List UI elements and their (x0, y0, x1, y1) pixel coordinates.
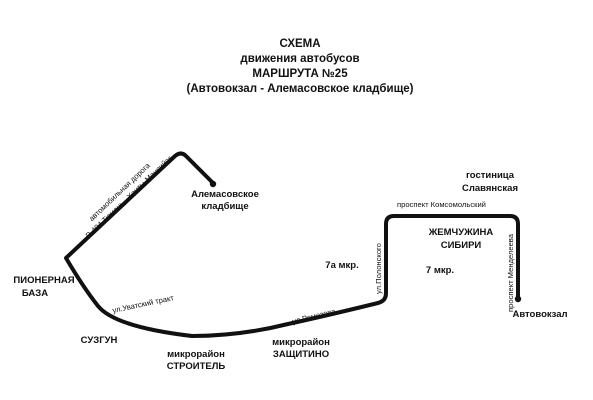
road-label-uvatsky: ул.Уватский тракт (112, 293, 176, 315)
stop-label-suzgun: СУЗГУН (81, 335, 118, 346)
stop-label-alemasovskoe-line1: Алемасовское (191, 189, 259, 200)
stop-label-stroitel-line1: микрорайон (167, 349, 225, 360)
district-label-7a: 7а мкр. (325, 260, 358, 271)
road-label-remezova: ул.Ремезова (291, 306, 337, 326)
road-label-highway-line1: автомобильная дорога (87, 160, 152, 223)
road-label-highway-line2: Р-404 Тюмень - Ханты-Мансийск (84, 153, 175, 240)
stop-label-zashchitino-line1: микрорайон (272, 337, 330, 348)
title-line-4: (Автовокзал - Алемасовское кладбище) (186, 83, 413, 95)
road-label-komsomolsky: проспект Комсомольский (397, 200, 486, 209)
stop-label-gostinitsa-line2: Славянская (462, 183, 518, 194)
road-label-highway: автомобильная дорога Р-404 Тюмень - Хант… (84, 153, 175, 240)
district-label-zhemchuzhina-line1: ЖЕМЧУЖИНА (428, 227, 494, 238)
title-line-1: СХЕМА (279, 38, 320, 50)
road-label-polonskogo: ул.Полонского (374, 243, 383, 294)
title-line-2: движения автобусов (240, 53, 359, 65)
map-title: СХЕМА движения автобусов МАРШРУТА №25 (А… (186, 38, 413, 95)
stop-marker-alemasovskoe (209, 180, 217, 188)
stop-label-avtovokzal: Автовокзал (512, 309, 567, 320)
stop-label-stroitel-line2: СТРОИТЕЛЬ (167, 361, 226, 372)
stop-marker-avtovokzal (514, 295, 522, 303)
district-label-zhemchuzhina-line2: СИБИРИ (441, 240, 482, 251)
stop-label-alemasovskoe-line2: кладбище (201, 201, 248, 212)
road-label-mendeleeva: проспект Менделеева (506, 233, 515, 312)
title-line-3: МАРШРУТА №25 (252, 68, 348, 80)
stop-label-pionernaya-line1: ПИОНЕРНАЯ (13, 275, 74, 286)
stop-label-zashchitino-line2: ЗАЩИТИНО (273, 349, 329, 360)
route-line (64, 151, 520, 338)
district-label-7: 7 мкр. (426, 265, 454, 276)
stop-label-gostinitsa-line1: гостиница (466, 170, 515, 181)
stop-label-pionernaya-line2: БАЗА (22, 288, 48, 299)
